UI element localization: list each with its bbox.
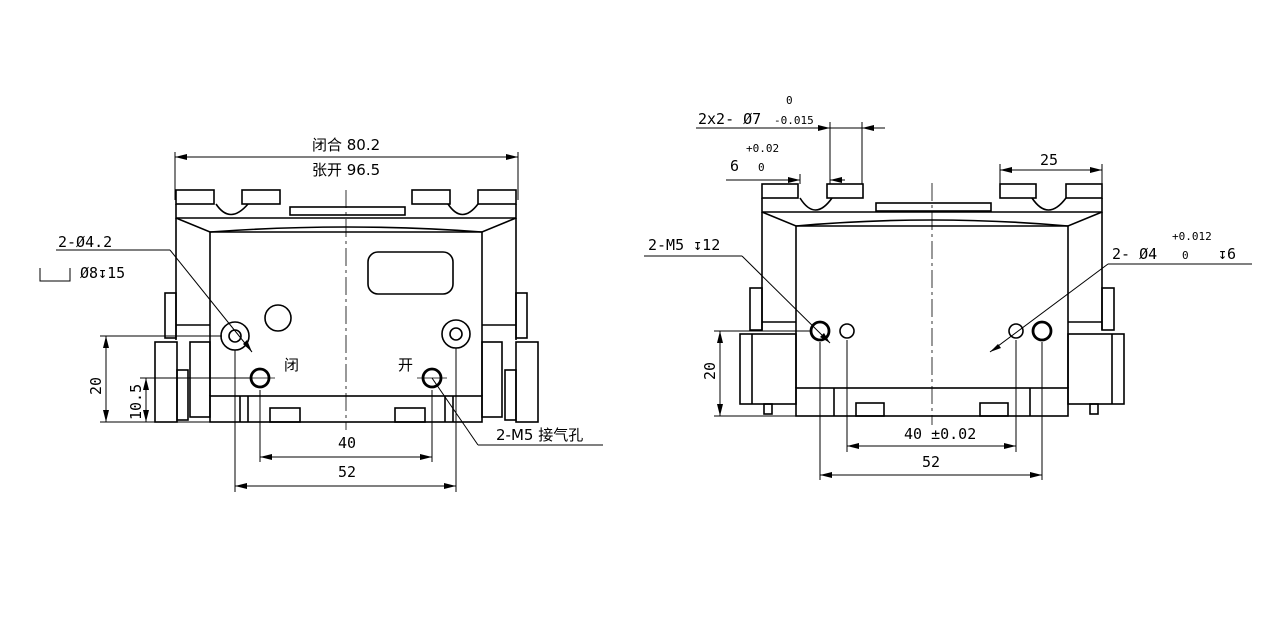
pin-tol-lower: -0.015 [774,114,814,127]
left-mount-hole [220,321,250,351]
pin-hole-depth: ↧6 [1218,245,1236,263]
left-thread-hole [809,320,831,342]
counterbore-callout: Ø8↧15 [80,264,125,282]
dim-20-right: 20 [701,362,719,380]
pin-hole-tol-upper: +0.012 [1172,230,1212,243]
dim-6: 6 [730,157,739,175]
dim-6-tol-upper: +0.02 [746,142,779,155]
dim-25: 25 [1040,151,1058,169]
dim-52: 52 [338,463,356,481]
thread-callout: 2-M5 ↧12 [648,236,720,254]
hole-callout: 2-Ø4.2 [58,233,112,251]
dim-40: 40 [338,434,356,452]
open-port-mark: 开 [398,356,413,374]
dim-40-tol: 40 ±0.02 [904,425,976,443]
close-port-mark: 闭 [284,356,299,374]
dim-10-5: 10.5 [127,384,145,420]
right-view: 0 2x2- Ø7 -0.015 +0.02 6 0 25 2-M5 ↧12 +… [644,94,1252,480]
open-dimension: 张开 96.5 [312,161,380,179]
left-view: 闭合 80.2 张开 96.5 [39,136,603,492]
pin-hole-tol-lower: 0 [1182,249,1189,262]
closed-dimension: 闭合 80.2 [312,136,380,154]
dim-6-tol-lower: 0 [758,161,765,174]
right-mount-hole [441,319,471,349]
right-pin-hole [1008,323,1024,339]
dim-52-right: 52 [922,453,940,471]
pin-callout: 2x2- Ø7 [698,110,761,128]
dim-20: 20 [87,377,105,395]
pin-tol-upper: 0 [786,94,793,107]
left-pin-hole [839,323,855,339]
pin-hole-callout: 2- Ø4 [1112,245,1157,263]
air-port-callout: 2-M5 接气孔 [496,426,583,444]
right-thread-hole [1031,320,1053,342]
